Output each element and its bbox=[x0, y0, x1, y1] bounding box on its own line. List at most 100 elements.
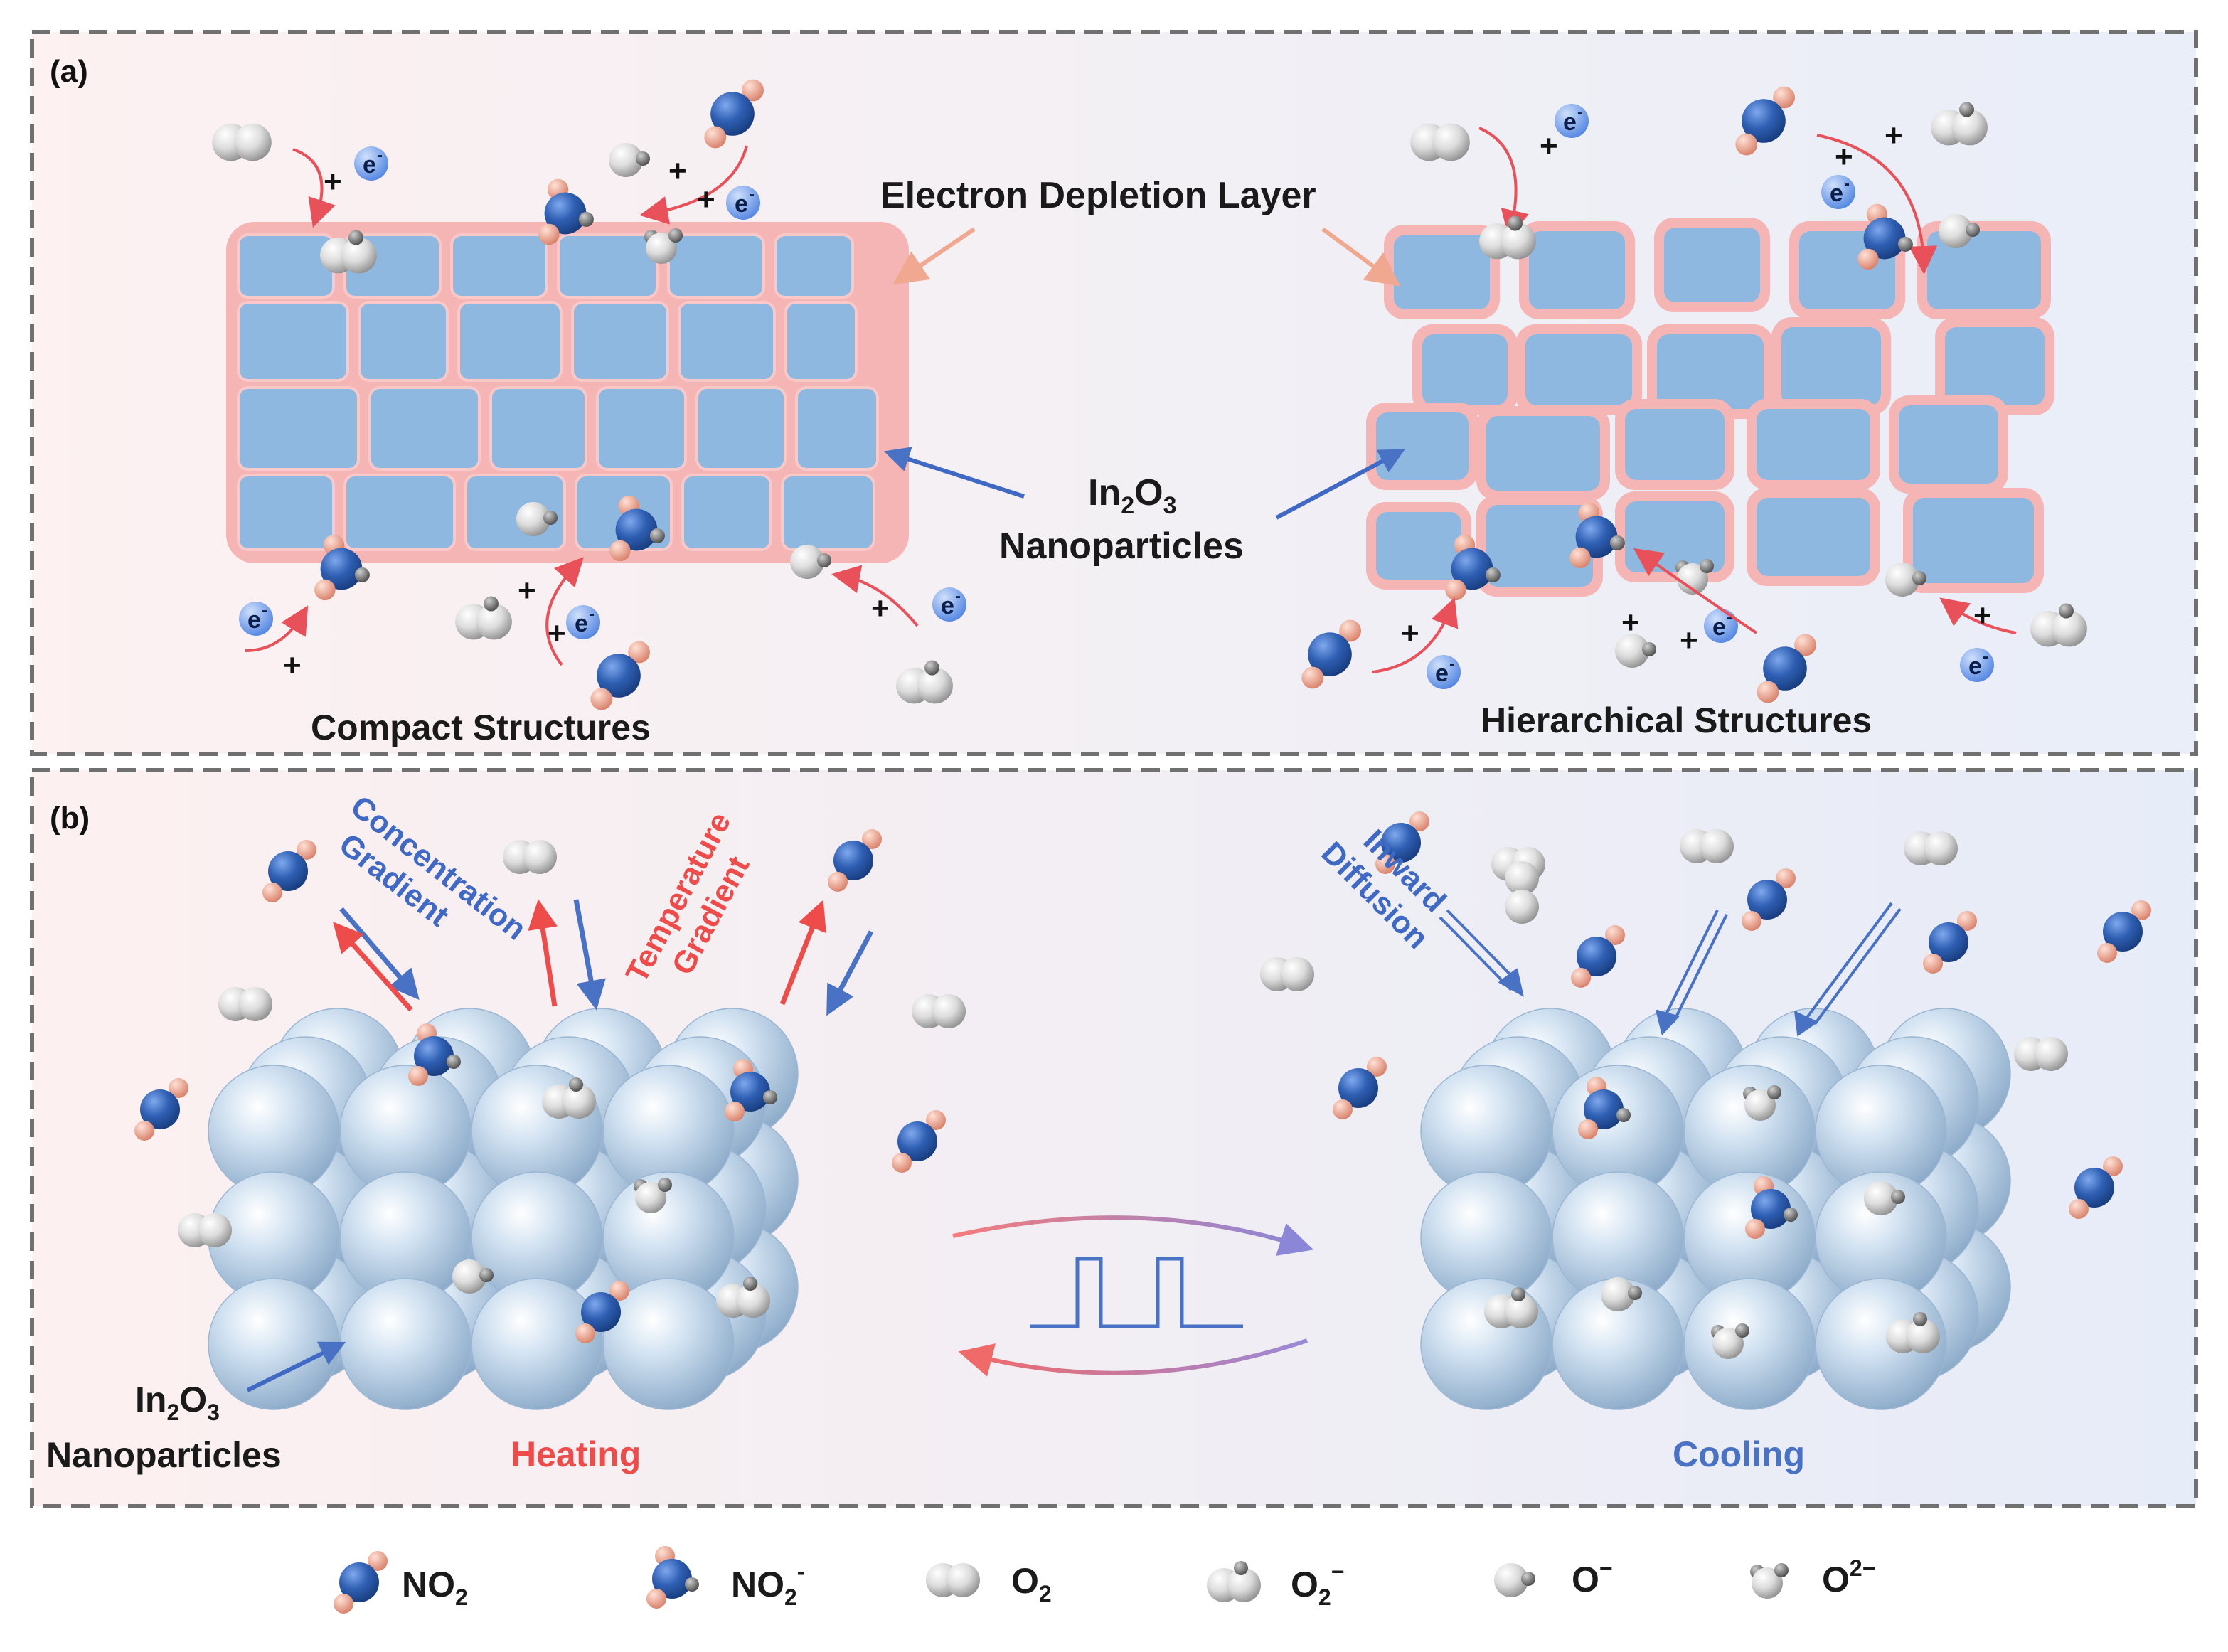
plus-sign: + bbox=[1540, 129, 1558, 164]
compact-grain bbox=[343, 474, 456, 551]
o2-molecule-icon bbox=[1505, 861, 1539, 924]
hier-grain bbox=[1757, 498, 1870, 576]
legend-no2-ion-text: NO2- bbox=[731, 1559, 804, 1610]
o2-molecule-icon bbox=[503, 840, 557, 874]
hier-grain bbox=[1394, 235, 1490, 309]
hier-grain bbox=[1486, 416, 1600, 491]
hier-grain bbox=[1899, 405, 1998, 484]
no2-ion-molecule-icon bbox=[646, 1546, 699, 1609]
electron-icon: e- bbox=[1704, 608, 1738, 643]
compact-grain bbox=[678, 301, 776, 382]
electron-icon: e- bbox=[726, 185, 760, 220]
depletion-arrow-left bbox=[892, 227, 976, 285]
legend-o2minus2-icon bbox=[1750, 1563, 1789, 1599]
plus-sign: + bbox=[871, 591, 890, 626]
panel-b-label: (b) bbox=[50, 801, 90, 836]
compact-grain bbox=[781, 474, 875, 551]
legend-o-ion-icon bbox=[1494, 1563, 1535, 1597]
o2-molecule-icon bbox=[212, 123, 272, 161]
compact-grain bbox=[557, 233, 659, 299]
nanoparticle-arrow-left bbox=[883, 447, 1025, 499]
o-ion-molecule-icon bbox=[1864, 1181, 1905, 1215]
electron-icon: e- bbox=[1821, 174, 1855, 209]
nanoparticle-sphere bbox=[602, 1278, 735, 1410]
no2-molecule-icon bbox=[1571, 925, 1625, 988]
reaction-arrow bbox=[1372, 597, 1459, 673]
hier-grain bbox=[1376, 412, 1469, 480]
depletion-arrow-right bbox=[1321, 227, 1401, 287]
no2-ion-molecule-icon bbox=[1745, 1176, 1798, 1239]
plus-sign: + bbox=[1680, 623, 1698, 658]
compact-grain bbox=[358, 301, 449, 382]
nanoparticles-formula-b: In2O3 bbox=[135, 1380, 220, 1425]
o2-molecule-icon bbox=[218, 987, 272, 1021]
legend-o-ion-text: O− bbox=[1572, 1555, 1613, 1599]
plus-sign: + bbox=[518, 573, 536, 608]
compact-grain bbox=[795, 386, 879, 471]
reaction-arrow bbox=[639, 145, 748, 225]
nanoparticle-sphere bbox=[471, 1278, 603, 1410]
plus-sign: + bbox=[1885, 118, 1903, 153]
o2-molecule-icon bbox=[1904, 831, 1958, 865]
compact-grain bbox=[596, 386, 687, 471]
plus-sign: + bbox=[697, 182, 715, 217]
svg-text:e: e bbox=[1712, 614, 1726, 641]
svg-text:e: e bbox=[1968, 653, 1982, 680]
o2-ion-molecule-icon bbox=[1207, 1561, 1261, 1602]
o2minus2-molecule-icon bbox=[1750, 1563, 1789, 1599]
heating-sphere-stack bbox=[208, 1008, 799, 1410]
nanoparticles-label-a: Nanoparticles bbox=[999, 526, 1244, 567]
no2-molecule-icon bbox=[590, 641, 650, 710]
svg-text:e: e bbox=[941, 592, 954, 619]
electron-icon: e- bbox=[1960, 647, 1994, 682]
compact-grain bbox=[681, 474, 772, 551]
panel-a-molecules: +e-++e-e-+++e-+e-+e-++e-+e-+e-+e-+ bbox=[212, 79, 2087, 710]
electron-icon: e- bbox=[1427, 654, 1461, 689]
compact-grain bbox=[237, 386, 360, 471]
reaction-arrow bbox=[545, 557, 584, 666]
o2-molecule-icon bbox=[178, 1213, 232, 1247]
electron-icon: e- bbox=[932, 587, 966, 622]
compact-caption: Compact Structures bbox=[311, 708, 651, 747]
o2minus2-molecule-icon bbox=[1743, 1085, 1781, 1121]
cycle-arrow-to-cooling bbox=[952, 1215, 1314, 1256]
no2-molecule-icon bbox=[704, 79, 764, 149]
o2-ion-molecule-icon bbox=[1479, 215, 1536, 260]
hier-grain bbox=[1525, 334, 1632, 405]
svg-text:e: e bbox=[1563, 109, 1577, 136]
no2-ion-molecule-icon bbox=[725, 1059, 777, 1121]
svg-text:-: - bbox=[749, 185, 755, 204]
no2-ion-molecule-icon bbox=[1569, 502, 1625, 569]
hier-grain bbox=[1486, 505, 1593, 587]
reaction-arrow bbox=[831, 565, 919, 627]
compact-grain bbox=[237, 474, 335, 551]
hier-grain bbox=[1664, 228, 1760, 302]
o2minus2-molecule-icon bbox=[1675, 559, 1714, 595]
nanoparticle-sphere bbox=[339, 1278, 471, 1410]
nanoparticle-sphere bbox=[208, 1278, 340, 1410]
o2-ion-molecule-icon bbox=[542, 1077, 596, 1119]
svg-text:e: e bbox=[247, 607, 261, 634]
heating-label: Heating bbox=[511, 1434, 641, 1474]
o-ion-molecule-icon bbox=[1885, 563, 1926, 597]
nanoparticles-label-b: Nanoparticles bbox=[46, 1435, 282, 1475]
electron-icon: e- bbox=[566, 604, 600, 639]
no2-molecule-icon bbox=[1757, 634, 1817, 703]
o2-molecule-icon bbox=[912, 994, 966, 1028]
o2-ion-molecule-icon bbox=[1886, 1312, 1940, 1353]
o2-ion-molecule-icon bbox=[320, 230, 377, 274]
o2minus2-molecule-icon bbox=[1711, 1323, 1749, 1359]
compact-grain bbox=[368, 386, 481, 471]
svg-text:e: e bbox=[1435, 660, 1449, 687]
no2-molecule-icon bbox=[575, 1281, 629, 1343]
reaction-arrow bbox=[245, 605, 309, 652]
reaction-arrow bbox=[1816, 134, 1938, 275]
o2-molecule-icon bbox=[926, 1563, 980, 1597]
compact-structure bbox=[226, 222, 909, 563]
reaction-arrow bbox=[1478, 127, 1529, 239]
hier-grain bbox=[1781, 327, 1881, 405]
plus-sign: + bbox=[1973, 598, 1992, 633]
o2-ion-molecule-icon bbox=[716, 1277, 770, 1318]
o-ion-molecule-icon bbox=[1494, 1563, 1535, 1597]
